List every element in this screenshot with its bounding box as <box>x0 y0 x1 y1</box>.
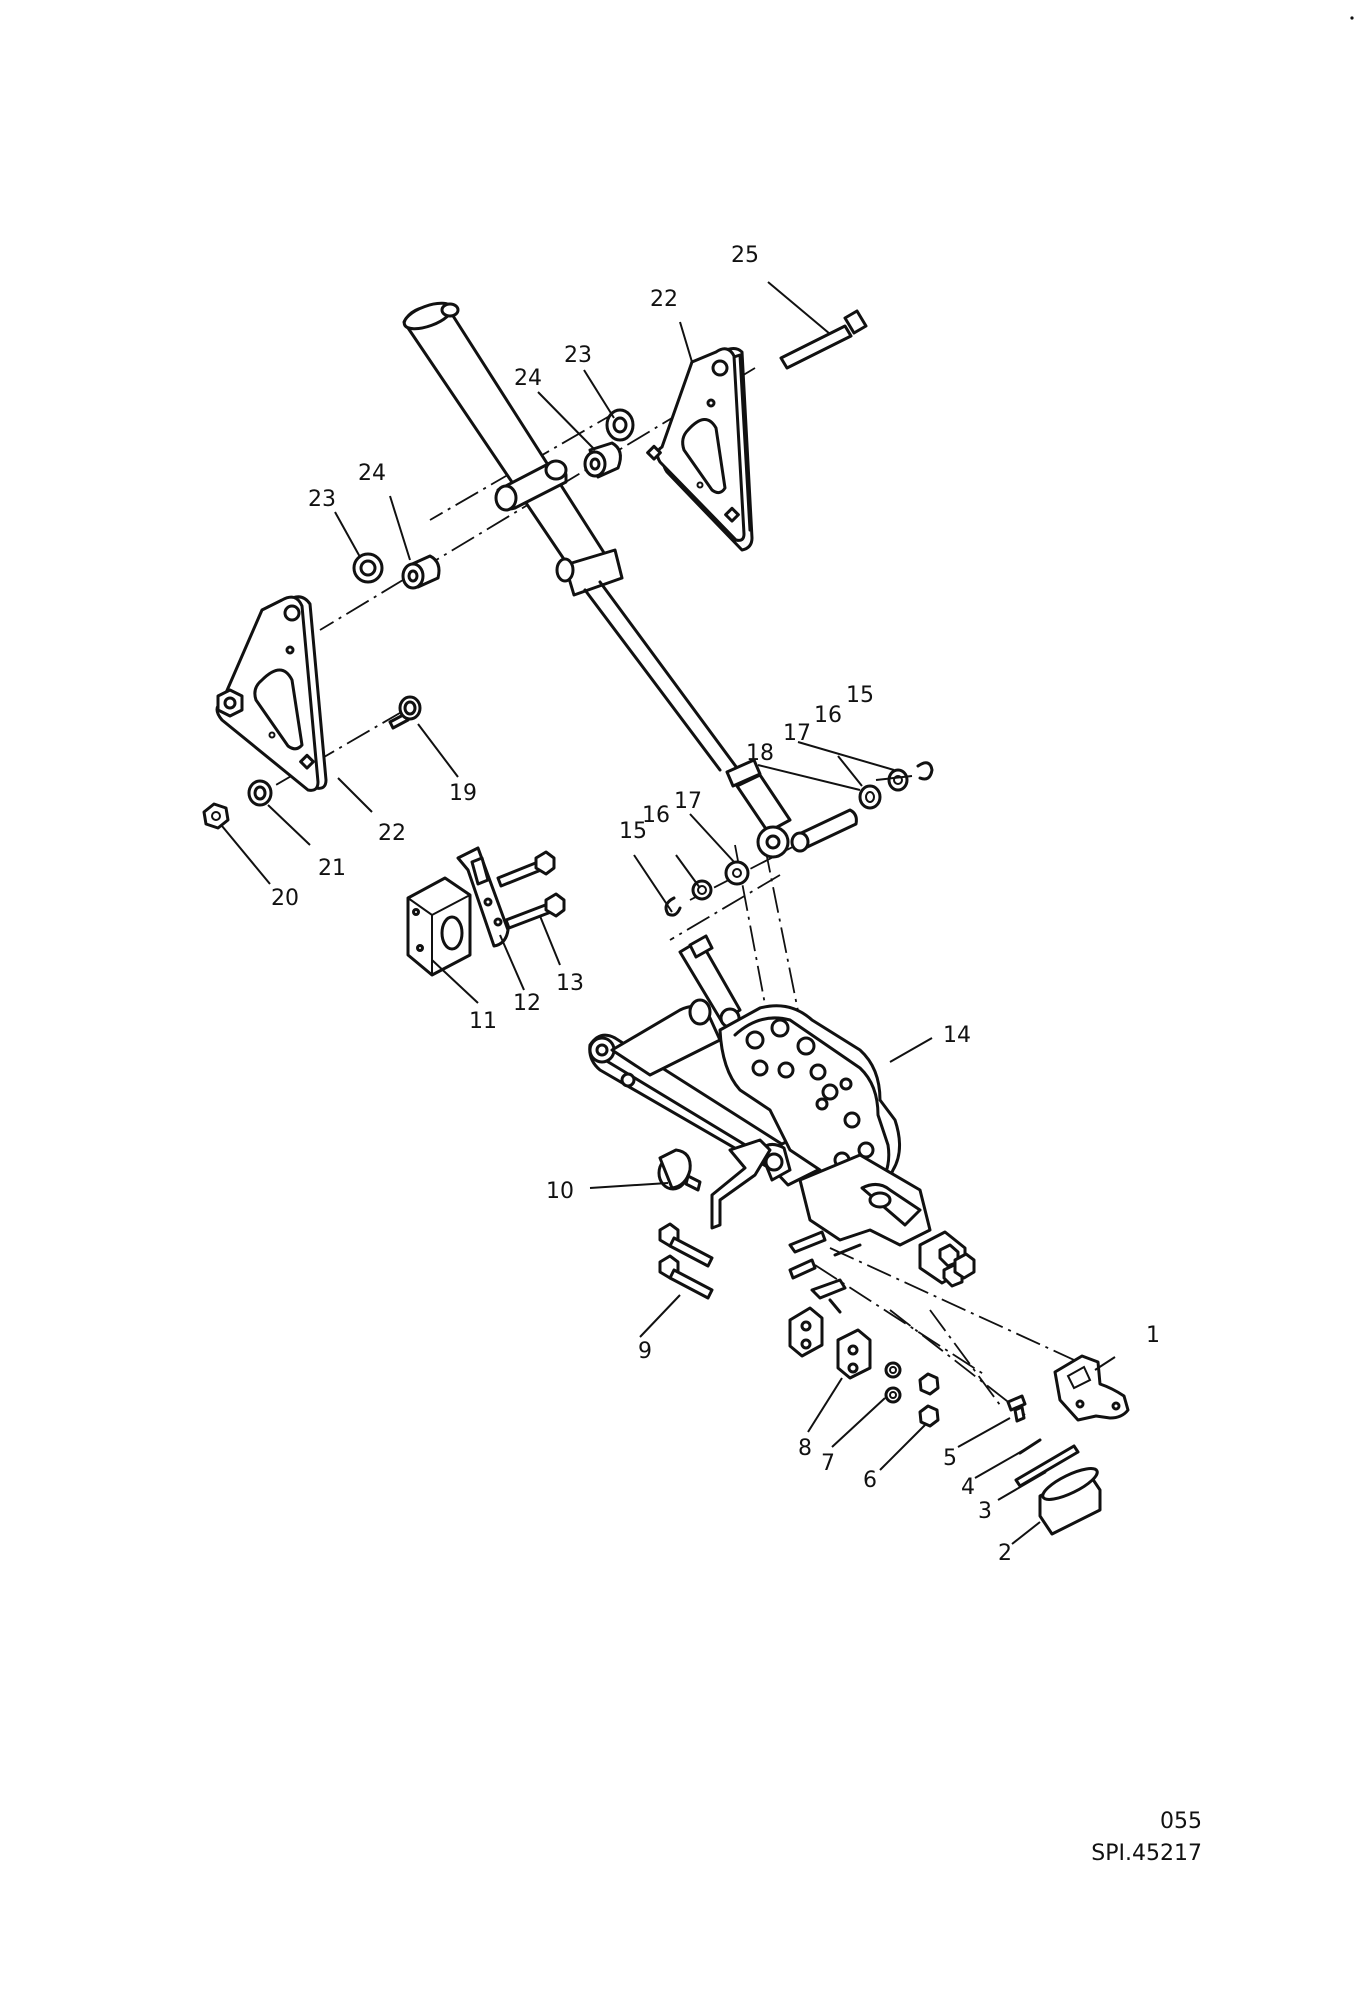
bracket-part-22-lower <box>215 595 328 792</box>
washer-part-21 <box>247 779 273 807</box>
callout-2: 2 <box>998 1541 1012 1566</box>
callout-1: 1 <box>1146 1323 1160 1348</box>
callout-17-right: 17 <box>783 721 811 746</box>
clip-part-15-right <box>916 761 934 781</box>
bolts-part-9 <box>658 1222 714 1300</box>
callout-9: 9 <box>638 1339 652 1364</box>
pad-part-2 <box>1038 1467 1102 1536</box>
nut-part-20 <box>202 802 230 830</box>
bolt-part-25 <box>779 309 868 370</box>
corner-mark <box>1350 16 1354 20</box>
callout-13: 13 <box>556 971 584 996</box>
callout-8: 8 <box>798 1436 812 1461</box>
callout-5: 5 <box>943 1446 957 1471</box>
callout-23-upper: 23 <box>564 343 592 368</box>
spacer-part-17-right <box>858 784 882 810</box>
callout-numbers: 25 22 23 24 24 23 19 22 21 20 15 16 17 1… <box>271 243 1160 1566</box>
washers-part-7 <box>884 1361 902 1404</box>
callout-15-right: 15 <box>846 683 874 708</box>
callout-17-left: 17 <box>674 789 702 814</box>
callout-11: 11 <box>469 1009 497 1034</box>
callout-16-right: 16 <box>814 703 842 728</box>
plate-part-12 <box>456 846 510 948</box>
callout-10: 10 <box>546 1179 574 1204</box>
spacer-part-17-left <box>724 860 750 886</box>
clamp-part-8 <box>788 1306 872 1380</box>
mounting-bracket-part-14 <box>588 934 976 1314</box>
washer-part-16-right <box>887 768 909 792</box>
callout-19: 19 <box>449 781 477 806</box>
figure-code: 055 <box>1160 1809 1202 1834</box>
figure-reference: SPI.45217 <box>1091 1841 1202 1866</box>
callout-21: 21 <box>318 856 346 881</box>
callout-4: 4 <box>961 1475 975 1500</box>
callout-22-lower: 22 <box>378 821 406 846</box>
callout-6: 6 <box>863 1468 877 1493</box>
bump-stop-part-10 <box>657 1148 702 1192</box>
washer-part-23-lower <box>352 552 384 584</box>
bolt-part-13 <box>496 850 566 930</box>
plate-part-3 <box>1014 1444 1080 1488</box>
bracket-part-22-upper <box>646 347 754 552</box>
callout-leader-lines <box>221 281 1116 1545</box>
bracket-part-1 <box>1053 1354 1130 1422</box>
callout-22-upper: 22 <box>650 287 678 312</box>
callout-18: 18 <box>746 741 774 766</box>
callout-16-left: 16 <box>642 803 670 828</box>
cylinder-pivot-boss <box>494 459 568 512</box>
callout-12: 12 <box>513 991 541 1016</box>
callout-7: 7 <box>821 1451 835 1476</box>
nuts-part-6 <box>918 1372 940 1428</box>
bush-part-24-upper <box>583 441 622 479</box>
callout-3: 3 <box>978 1499 992 1524</box>
callout-24-upper: 24 <box>514 366 542 391</box>
callout-14: 14 <box>943 1023 971 1048</box>
cylinder-strut <box>402 301 792 859</box>
washer-part-16-left <box>691 879 713 901</box>
bush-part-24-lower <box>401 554 441 590</box>
callout-23-lower: 23 <box>308 487 336 512</box>
screw-part-5 <box>1006 1394 1027 1423</box>
pin-part-18 <box>790 808 858 853</box>
callout-25: 25 <box>731 243 759 268</box>
callout-20: 20 <box>271 886 299 911</box>
block-part-11 <box>406 876 472 977</box>
clip-part-15-left <box>664 896 682 917</box>
callout-24-lower: 24 <box>358 461 386 486</box>
callout-15-left: 15 <box>619 819 647 844</box>
bolt-part-19 <box>388 695 422 730</box>
